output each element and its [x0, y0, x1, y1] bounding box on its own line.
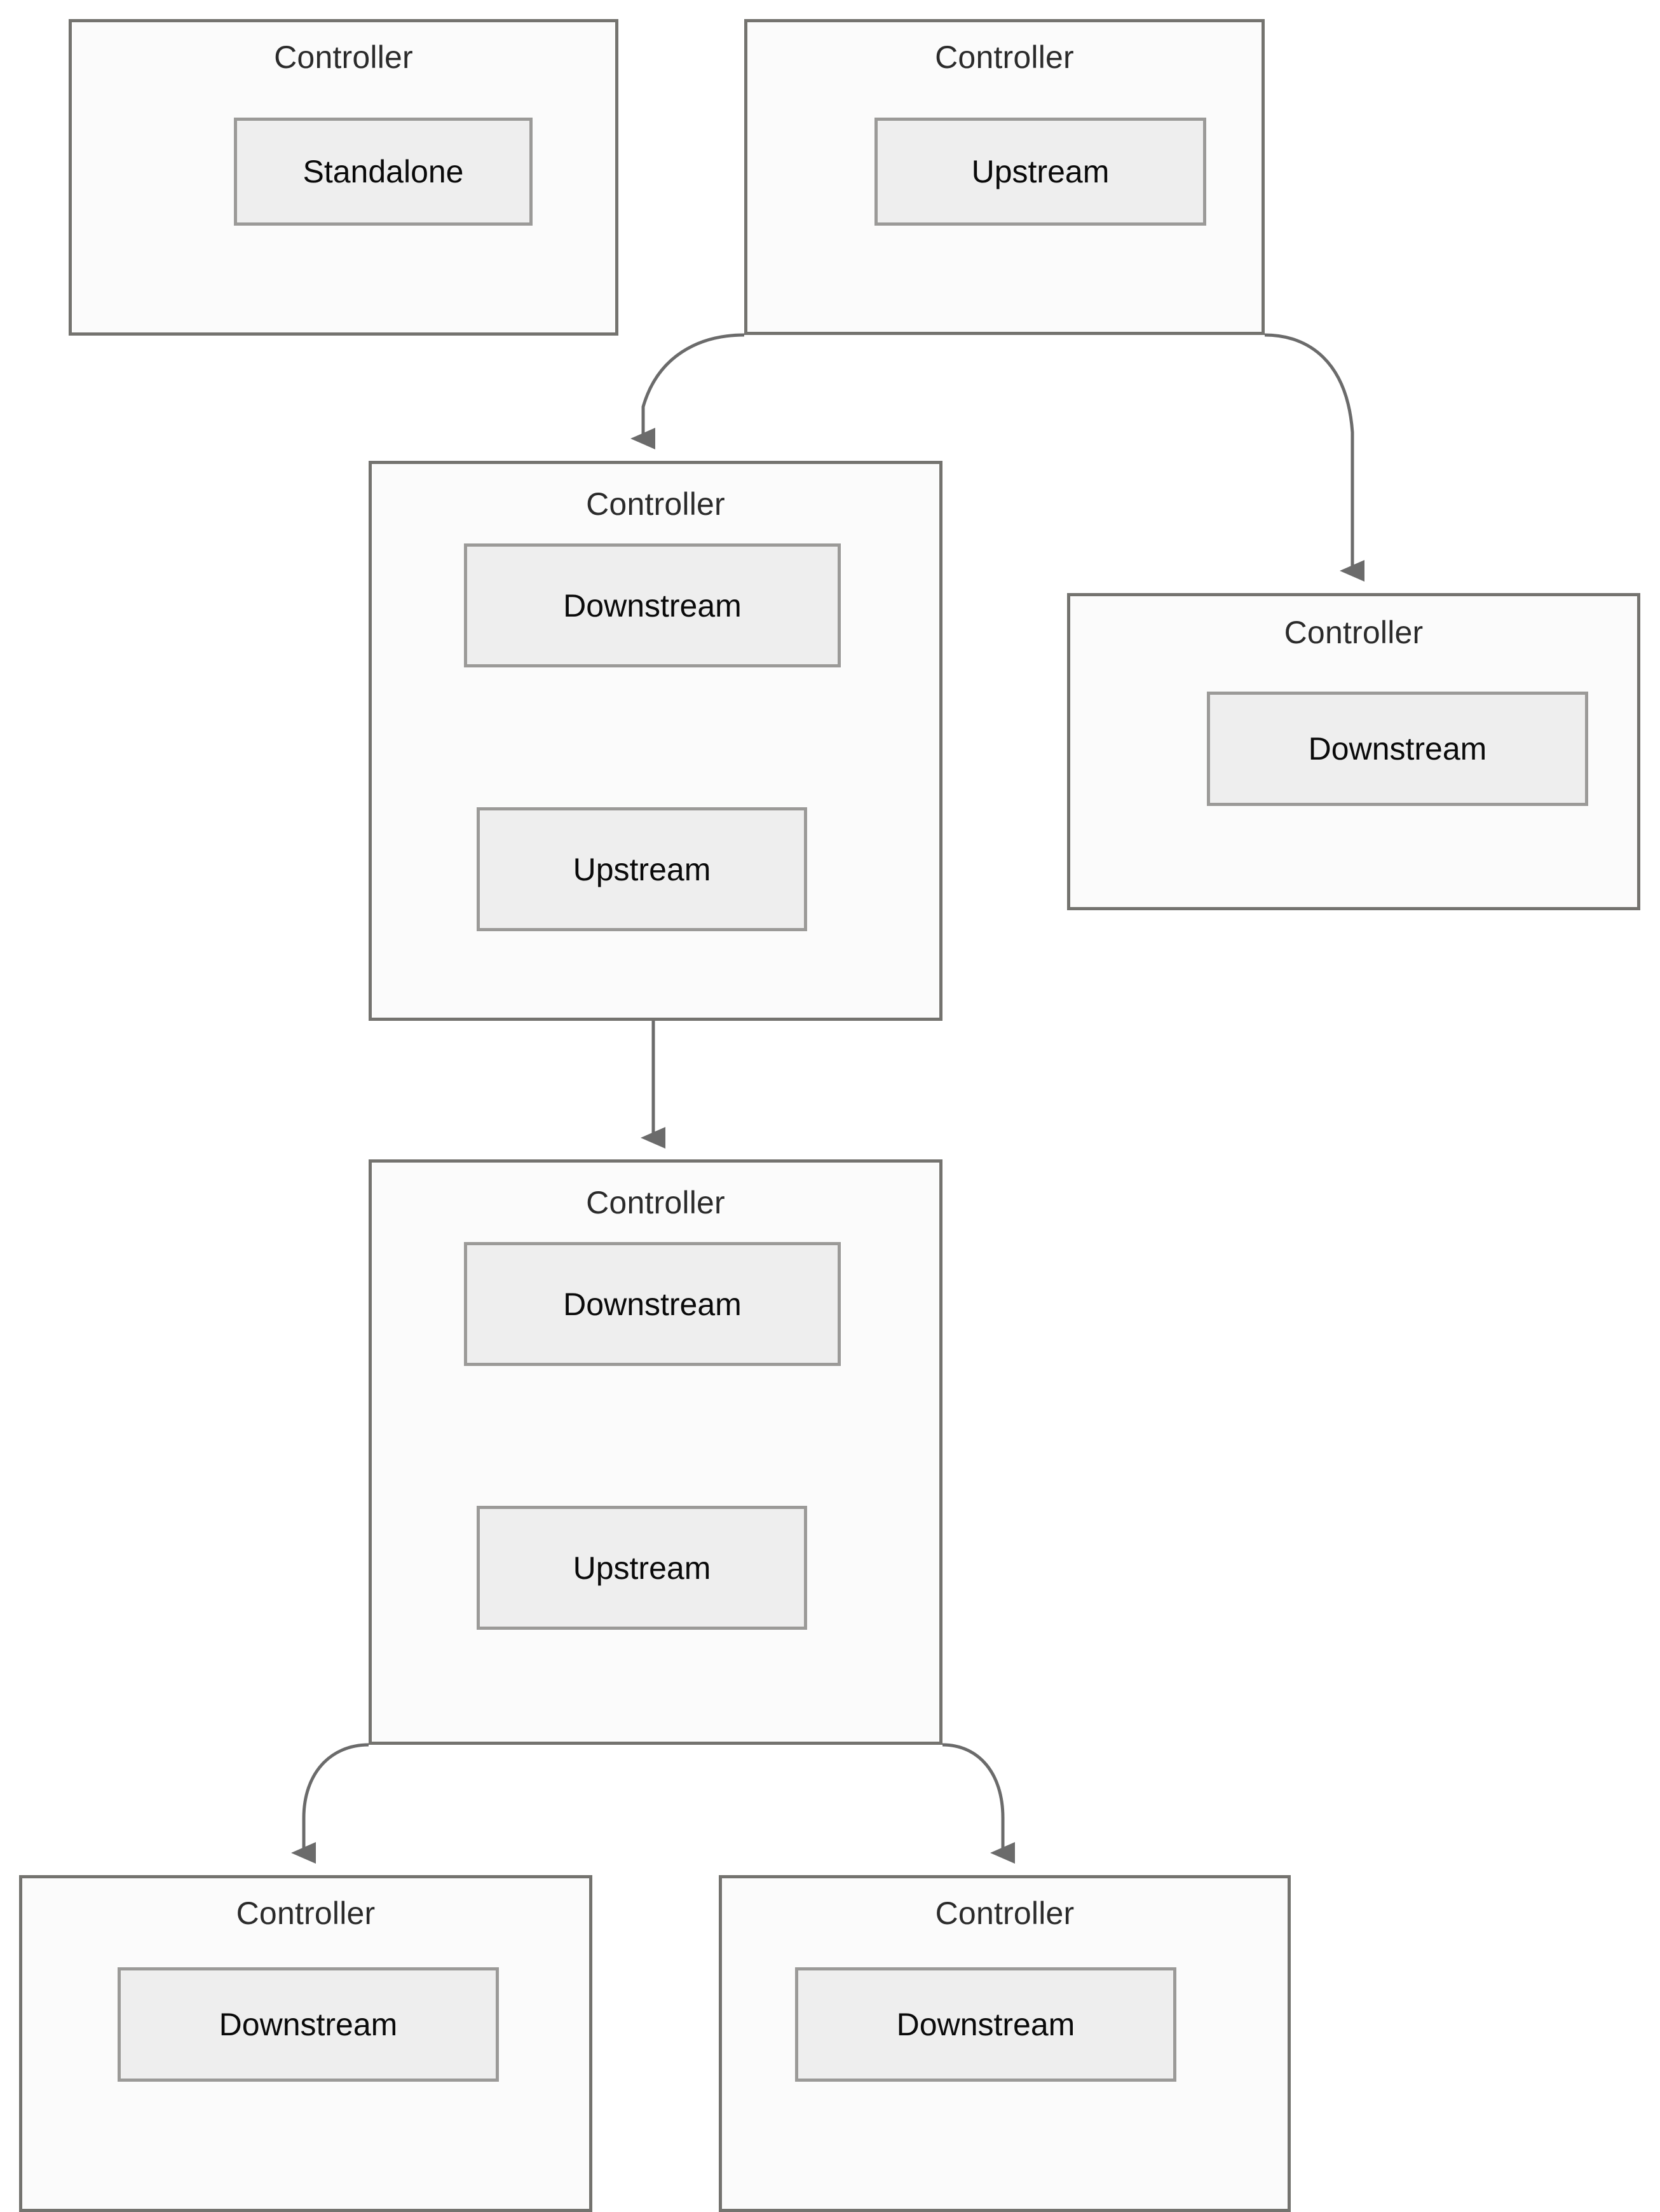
- node-downstream[interactable]: Downstream: [464, 1242, 841, 1366]
- controller-title: Controller: [935, 1895, 1075, 1931]
- controller-mid-1[interactable]: Controller Downstream Upstream: [369, 461, 942, 1021]
- controller-downstream-bottom-right[interactable]: Controller Downstream: [719, 1875, 1291, 2212]
- controller-title: Controller: [1284, 615, 1424, 650]
- node-standalone[interactable]: Standalone: [234, 118, 533, 226]
- node-upstream[interactable]: Upstream: [874, 118, 1206, 226]
- controller-title: Controller: [935, 39, 1074, 75]
- controller-upstream-root[interactable]: Controller Upstream: [744, 19, 1265, 335]
- controller-downstream-bottom-left[interactable]: Controller Downstream: [19, 1875, 592, 2212]
- node-label: Standalone: [303, 154, 464, 189]
- edge-mid2-to-bottom-right: [942, 1743, 1015, 1864]
- node-downstream[interactable]: Downstream: [464, 543, 841, 667]
- node-label: Downstream: [896, 2007, 1075, 2042]
- controller-mid-2[interactable]: Controller Downstream Upstream: [369, 1159, 942, 1745]
- node-upstream[interactable]: Upstream: [477, 807, 807, 931]
- node-label: Downstream: [563, 587, 742, 624]
- node-upstream[interactable]: Upstream: [477, 1506, 807, 1630]
- node-label: Downstream: [219, 2007, 398, 2042]
- edge-root-to-right-downstream: [1264, 333, 1364, 582]
- node-label: Upstream: [573, 851, 711, 887]
- node-downstream[interactable]: Downstream: [118, 1967, 499, 2082]
- controller-title: Controller: [236, 1895, 376, 1931]
- controller-downstream-right[interactable]: Controller Downstream: [1067, 593, 1640, 910]
- node-label: Downstream: [1308, 731, 1487, 767]
- edge-root-to-mid1: [630, 333, 745, 449]
- node-label: Upstream: [573, 1550, 711, 1586]
- controller-title: Controller: [274, 39, 413, 75]
- node-label: Downstream: [563, 1286, 742, 1322]
- controller-standalone[interactable]: Controller Standalone: [69, 19, 618, 336]
- controller-title: Controller: [586, 486, 725, 522]
- controller-title: Controller: [586, 1185, 725, 1220]
- node-label: Upstream: [971, 154, 1110, 189]
- edge-mid2-to-bottom-left: [291, 1743, 369, 1864]
- node-downstream[interactable]: Downstream: [1207, 692, 1588, 806]
- node-downstream[interactable]: Downstream: [795, 1967, 1176, 2082]
